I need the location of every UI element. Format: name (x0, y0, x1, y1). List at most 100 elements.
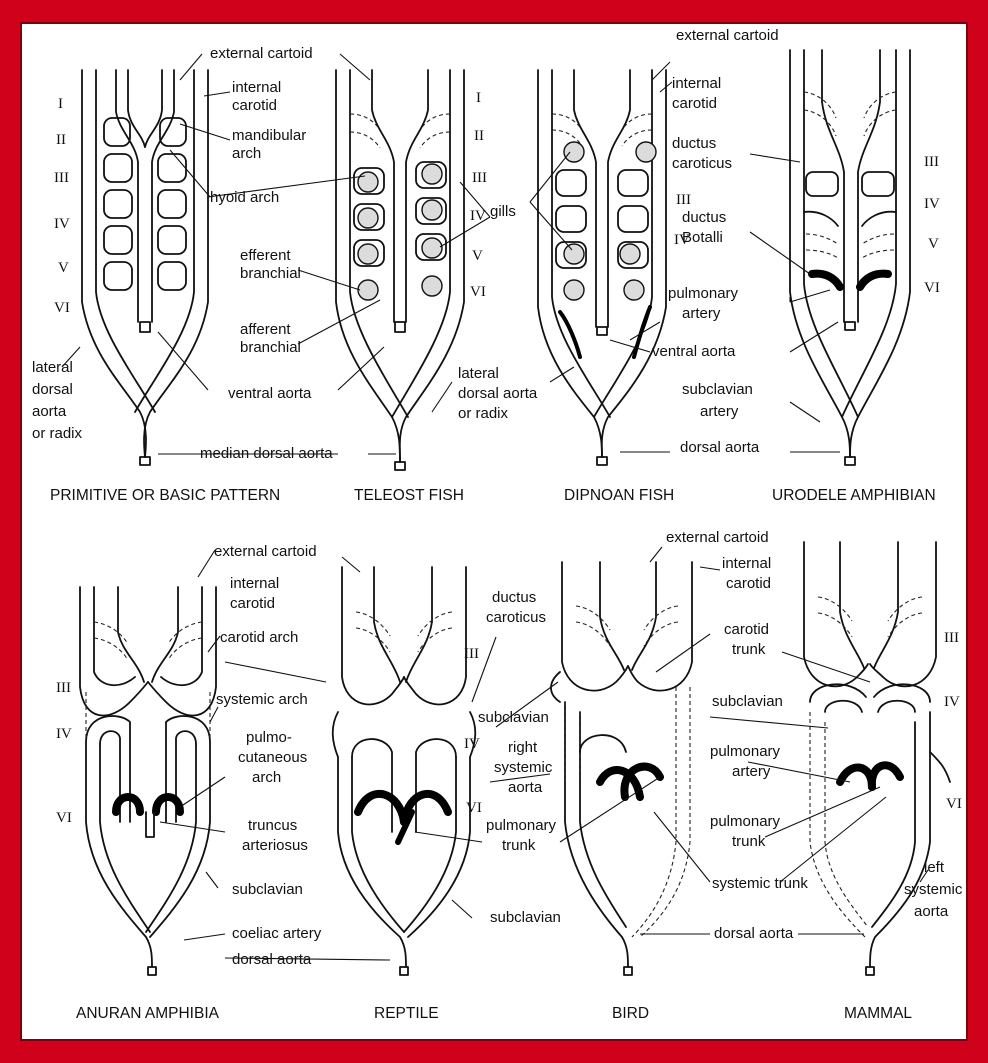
numeral-4-p2: IV (470, 208, 486, 224)
caption-reptile: REPTILE (374, 1005, 439, 1022)
numeral-4-p6: IV (464, 736, 480, 752)
numeral-1-p2: I (476, 90, 481, 106)
numeral-3-p4: III (924, 154, 939, 170)
label-dorsal-aorta-2: dorsal aorta (232, 951, 312, 968)
numeral-2-p2: II (474, 128, 484, 144)
label-lateral-2: lateral (458, 365, 499, 382)
label-external-cartoid-2: external cartoid (676, 27, 779, 44)
label-external-cartoid-4: external cartoid (666, 529, 769, 546)
label-aorta-1: aorta (32, 403, 67, 420)
label-pulmonary-artery-1: artery (682, 305, 721, 322)
label-carotid-3: carotid (230, 595, 275, 612)
label-left-systemic: systemic (904, 881, 963, 898)
label-lateral-1: lateral (32, 359, 73, 376)
label-coeliac-artery: coeliac artery (232, 925, 322, 942)
label-cutaneous: cutaneous (238, 749, 307, 766)
caption-anuran: ANURAN AMPHIBIA (76, 1005, 220, 1022)
numeral-1-p1: I (58, 96, 63, 112)
labels: external cartoid internal carotid mandib… (32, 27, 963, 1022)
label-internal-1: internal (232, 79, 281, 96)
numeral-4-p4: IV (924, 196, 940, 212)
anuran-amphibia-figure (80, 587, 216, 975)
numeral-6-p5: VI (56, 810, 72, 826)
label-dorsal-aorta-1: dorsal aorta (680, 439, 760, 456)
label-carotid-2: carotid (672, 95, 717, 112)
label-left-aorta: aorta (914, 903, 949, 920)
label-mandibular: mandibular (232, 127, 306, 144)
label-systemic-1: systemic (494, 759, 553, 776)
bird-figure (551, 562, 692, 975)
label-median-dorsal-aorta: median dorsal aorta (200, 445, 333, 462)
caption-mammal: MAMMAL (844, 1005, 912, 1022)
label-truncus: truncus (248, 817, 297, 834)
label-carotid-arch: carotid arch (220, 629, 298, 646)
label-internal-2: internal (672, 75, 721, 92)
label-systemic-trunk: systemic trunk (712, 875, 808, 892)
label-pulmo: pulmo- (246, 729, 292, 746)
label-carotid-1: carotid (232, 97, 277, 114)
label-ductus-2: ductus (682, 209, 726, 226)
numeral-4-p3: IV (674, 232, 690, 248)
caption-bird: BIRD (612, 1005, 649, 1022)
label-subclavian-3: subclavian (478, 709, 549, 726)
label-caroticus-2: caroticus (486, 609, 546, 626)
reptile-figure (333, 567, 476, 975)
numeral-4-p8: IV (944, 694, 960, 710)
label-carotid-4: carotid (726, 575, 771, 592)
label-internal-3: internal (230, 575, 279, 592)
label-pulmonary-2: pulmonary (486, 817, 557, 834)
caption-primitive: PRIMITIVE OR BASIC PATTERN (50, 487, 280, 504)
label-subclavian-4: subclavian (490, 909, 561, 926)
numeral-3-p6: III (464, 646, 479, 662)
label-pulmonary-1: pulmonary (668, 285, 739, 302)
numeral-6-p4: VI (924, 280, 940, 296)
label-pulmonary-trunk-2: trunk (732, 833, 766, 850)
label-or-radix-2: or radix (458, 405, 509, 422)
label-pulmonary-3: pulmonary (710, 743, 781, 760)
numeral-6-p6: VI (466, 800, 482, 816)
label-right-aorta: aorta (508, 779, 543, 796)
aortic-arches-diagram: external cartoid internal carotid mandib… (20, 22, 968, 1041)
label-subclavian-5: subclavian (712, 693, 783, 710)
label-mandibular-arch: arch (232, 145, 261, 162)
label-ductus-3: ductus (492, 589, 536, 606)
label-efferent-branchial: branchial (240, 265, 301, 282)
label-carotid-trunk-2: trunk (732, 641, 766, 658)
numeral-6-p2: VI (470, 284, 486, 300)
label-external-cartoid-3: external cartoid (214, 543, 317, 560)
dipnoan-fish-figure (538, 70, 666, 465)
teleost-fish-figure (336, 70, 464, 470)
numeral-3-p1: III (54, 170, 69, 186)
numeral-6-p1: VI (54, 300, 70, 316)
label-pulmo-arch: arch (252, 769, 281, 786)
label-pulmonary-artery-2: artery (732, 763, 771, 780)
label-afferent: afferent (240, 321, 291, 338)
label-dorsal-1: dorsal (32, 381, 73, 398)
label-dorsal-aorta-3: dorsal aorta (714, 925, 794, 942)
label-internal-4: internal (722, 555, 771, 572)
label-subclavian-2: subclavian (232, 881, 303, 898)
label-subclavian-artery: artery (700, 403, 739, 420)
label-ventral-aorta-1: ventral aorta (228, 385, 312, 402)
label-pulmonary-4: pulmonary (710, 813, 781, 830)
label-afferent-branchial: branchial (240, 339, 301, 356)
label-caroticus-1: caroticus (672, 155, 732, 172)
label-left: left (924, 859, 945, 876)
label-systemic-arch: systemic arch (216, 691, 308, 708)
numeral-4-p5: IV (56, 726, 72, 742)
numeral-3-p2: III (472, 170, 487, 186)
diagram-panel: external cartoid internal carotid mandib… (20, 22, 968, 1041)
label-or-radix-1: or radix (32, 425, 83, 442)
label-lateral-dorsal-aorta: dorsal aorta (458, 385, 538, 402)
label-external-cartoid-1: external cartoid (210, 45, 313, 62)
label-right: right (508, 739, 538, 756)
numeral-5-p4: V (928, 236, 939, 252)
numeral-3-p8: III (944, 630, 959, 646)
urodele-amphibian-figure (790, 50, 910, 465)
label-hyoid-arch: hyoid arch (210, 189, 279, 206)
label-subclavian-1: subclavian (682, 381, 753, 398)
label-carotid-trunk: carotid (724, 621, 769, 638)
label-arteriosus: arteriosus (242, 837, 308, 854)
caption-urodele: URODELE AMPHIBIAN (772, 487, 936, 504)
